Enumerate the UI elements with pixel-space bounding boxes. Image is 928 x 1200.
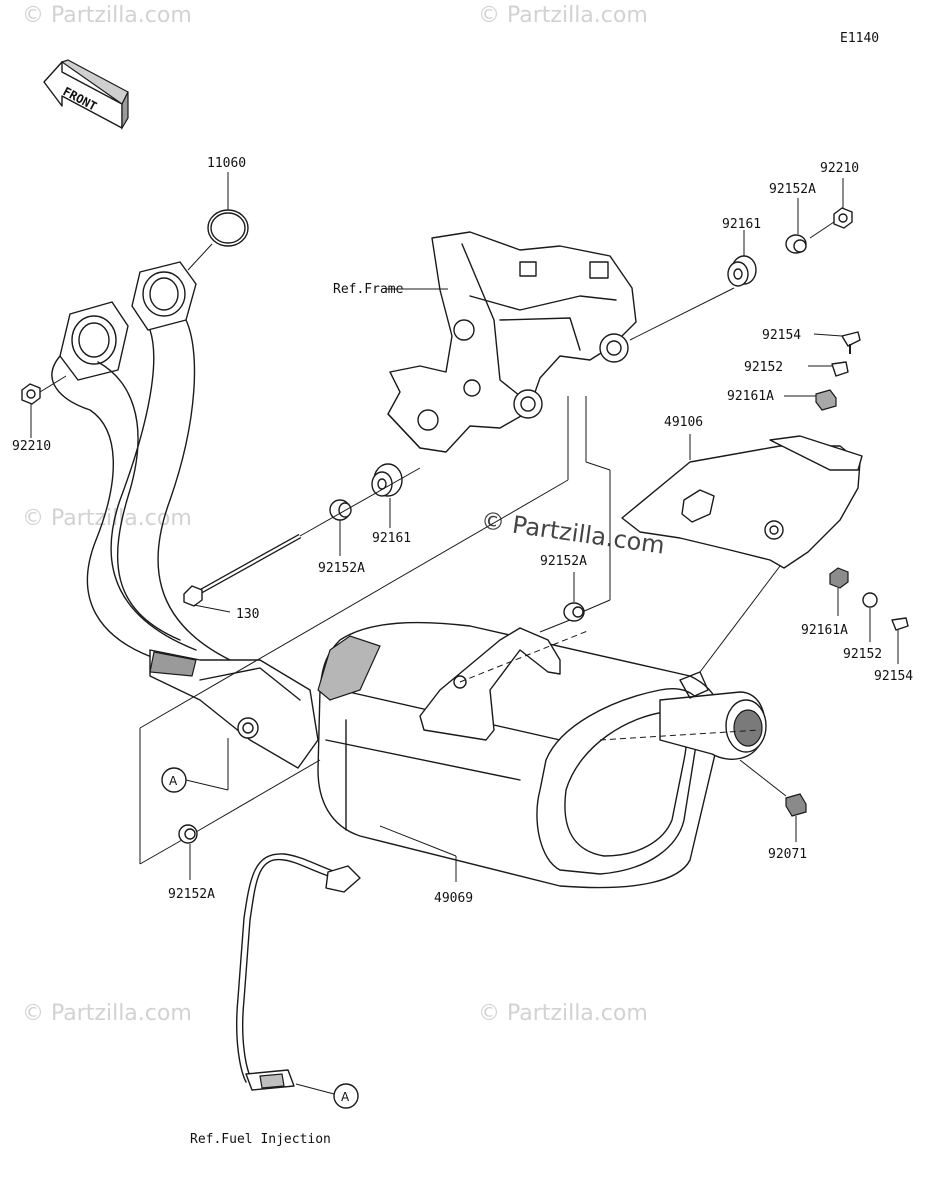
callout-a-bottom: A (333, 1083, 359, 1109)
label-ref-frame: Ref.Frame (333, 282, 404, 297)
nut-icon (833, 207, 853, 229)
label-92161A-a: 92161A (727, 389, 774, 404)
callout-a-top: A (161, 767, 187, 793)
collar-washer (785, 234, 807, 254)
label-49069: 49069 (434, 891, 473, 906)
label-92161-b: 92161 (722, 217, 761, 232)
muffler-body (317, 621, 767, 889)
exhaust-header-pipes (51, 261, 319, 769)
label-92152-b: 92152 (843, 647, 882, 662)
label-92154-a: 92154 (762, 328, 801, 343)
label-92210-left: 92210 (12, 439, 51, 454)
watermark-top-right: © Partzilla.com (478, 3, 648, 28)
collar-washer (563, 602, 585, 622)
watermark-bottom-left: © Partzilla.com (22, 1001, 192, 1026)
label-11060: 11060 (207, 156, 246, 171)
label-92152-a: 92152 (744, 360, 783, 375)
label-92161-a: 92161 (372, 531, 411, 546)
label-92154-b: 92154 (874, 669, 913, 684)
oxygen-sensor (236, 853, 361, 1091)
label-ref-fuel-injection: Ref.Fuel Injection (190, 1132, 331, 1147)
diagram-code: E1140 (840, 31, 879, 46)
rubber-damper (371, 463, 403, 497)
rubber-damper (727, 255, 757, 287)
collar-washer (178, 824, 198, 844)
long-bolt (183, 533, 302, 607)
label-49106: 49106 (664, 415, 703, 430)
gasket-ring (207, 209, 249, 247)
callout-letter: A (341, 1090, 350, 1104)
label-92152A-c: 92152A (540, 554, 587, 569)
cap-icon (785, 793, 807, 817)
collar-washer (831, 361, 849, 377)
collar-washer (862, 592, 878, 608)
watermark-bottom-right: © Partzilla.com (478, 1001, 648, 1026)
label-130: 130 (236, 607, 259, 622)
nut-icon (21, 383, 41, 405)
label-92152A-b: 92152A (769, 182, 816, 197)
label-92161A-b: 92161A (801, 623, 848, 638)
label-92071: 92071 (768, 847, 807, 862)
front-arrow-icon: FRONT (43, 59, 129, 131)
label-92210-right: 92210 (820, 161, 859, 176)
watermark-top-left: © Partzilla.com (22, 3, 192, 28)
label-92152A-d: 92152A (168, 887, 215, 902)
heat-cover (621, 435, 863, 569)
grommet-icon (815, 389, 837, 411)
bolt-icon (841, 331, 861, 354)
callout-letter: A (169, 774, 178, 788)
bolt-icon (891, 617, 909, 631)
grommet-icon (829, 567, 849, 589)
label-92152A-a: 92152A (318, 561, 365, 576)
frame-reference (387, 231, 637, 453)
